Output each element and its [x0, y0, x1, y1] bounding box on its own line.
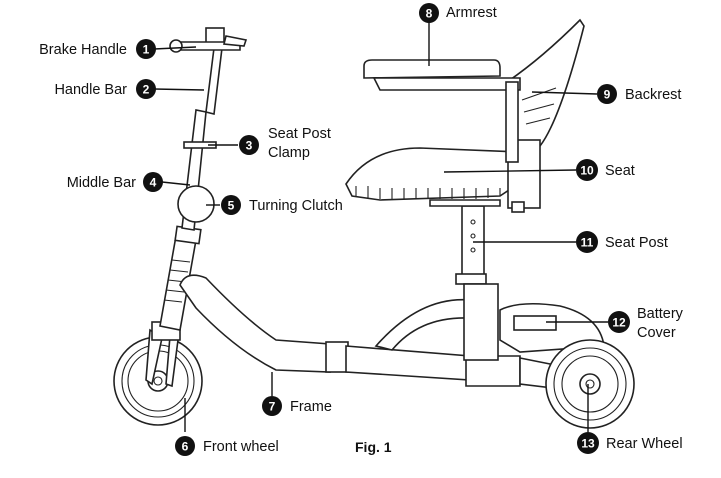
callout-label: Seat Post	[605, 235, 668, 251]
callout-3: 3 Seat Post Clamp	[239, 126, 331, 161]
leader-line-9	[531, 91, 598, 95]
seat-post-drawing	[455, 205, 499, 361]
callout-number: 2	[143, 83, 150, 97]
callout-label: Middle Bar	[67, 175, 136, 191]
callout-label: Backrest	[625, 87, 681, 103]
callout-badge	[419, 3, 439, 23]
callout-badge	[608, 311, 630, 333]
frame-drawing	[179, 274, 591, 393]
armrest-drawing	[363, 59, 521, 163]
callout-11: 11 Seat Post	[576, 231, 668, 253]
callout-badge	[597, 84, 617, 104]
callout-number: 9	[604, 88, 611, 102]
leader-line-4	[161, 181, 191, 186]
callout-number: 7	[269, 400, 276, 414]
leader-line-10	[443, 169, 577, 173]
steering-column-drawing	[145, 27, 248, 388]
seat-drawing	[345, 147, 525, 207]
rear-wheel-drawing	[545, 339, 635, 429]
callout-label: Rear Wheel	[606, 436, 683, 452]
leader-lines	[153, 22, 608, 432]
callout-badge	[576, 231, 598, 253]
callout-number: 4	[150, 176, 157, 190]
callout-12: 12 Battery Cover	[608, 306, 684, 341]
leader-line-2	[153, 88, 205, 91]
callout-number: 6	[182, 440, 189, 454]
callout-label-line-2: Clamp	[268, 145, 310, 161]
callout-label-line-1: Seat Post	[268, 126, 331, 142]
callout-10: 10 Seat	[576, 159, 635, 181]
callout-4: 4 Middle Bar	[67, 172, 163, 192]
callout-badge	[239, 135, 259, 155]
callout-label: Brake Handle	[39, 42, 127, 58]
callout-8: 8 Armrest	[419, 3, 497, 23]
callout-badge	[262, 396, 282, 416]
callout-label-line-1: Battery	[637, 306, 684, 322]
scooter-illustration	[113, 18, 635, 429]
callout-label: Frame	[290, 399, 332, 415]
callout-label: Turning Clutch	[249, 198, 343, 214]
callout-number: 5	[228, 199, 235, 213]
callout-number: 8	[426, 7, 433, 21]
callout-5: 5 Turning Clutch	[221, 195, 343, 215]
callout-badge	[576, 159, 598, 181]
callout-label: Seat	[605, 163, 635, 179]
callout-badge	[143, 172, 163, 192]
callout-label-line-2: Cover	[637, 325, 676, 341]
callout-badge	[577, 432, 599, 454]
callout-number: 11	[581, 236, 594, 250]
callout-7: 7 Frame	[262, 396, 332, 416]
callout-number: 10	[580, 164, 594, 178]
callout-label: Handle Bar	[54, 82, 127, 98]
leader-line-1	[153, 46, 197, 50]
figure-caption: Fig. 1	[355, 439, 392, 455]
callout-badge	[136, 79, 156, 99]
callout-number: 3	[246, 139, 253, 153]
callout-2: 2 Handle Bar	[54, 79, 156, 99]
callout-label: Armrest	[446, 5, 497, 21]
callout-badge	[136, 39, 156, 59]
callout-9: 9 Backrest	[597, 84, 681, 104]
callout-13: 13 Rear Wheel	[577, 432, 683, 454]
callout-number: 12	[612, 316, 626, 330]
callout-number: 1	[143, 43, 150, 57]
callout-badge	[221, 195, 241, 215]
callout-1: 1 Brake Handle	[39, 39, 156, 59]
callout-badge	[175, 436, 195, 456]
callout-6: 6 Front wheel	[175, 436, 279, 456]
callout-label: Front wheel	[203, 439, 279, 455]
callout-number: 13	[581, 437, 595, 451]
